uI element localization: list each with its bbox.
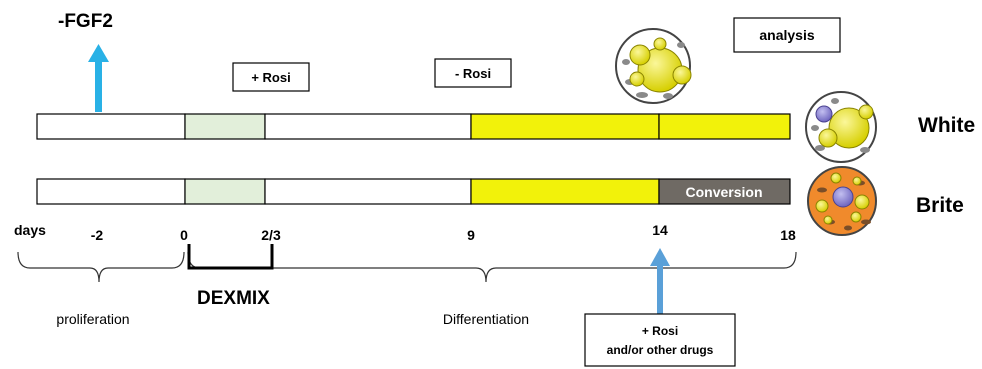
plus-rosi-box: + Rosi [232, 62, 310, 92]
minus-rosi-label: - Rosi [455, 66, 491, 81]
proliferation-brace [17, 251, 185, 283]
days-label: days [14, 222, 46, 238]
differentiation-brace [187, 251, 797, 283]
brite-adipocyte-icon [807, 166, 877, 236]
drugs-label-line2: and/or other drugs [607, 343, 714, 357]
differentiation-label: Differentiation [443, 311, 529, 327]
day-tick: 2/3 [261, 227, 281, 243]
day-tick: -2 [91, 227, 104, 243]
drug-addition-arrow [650, 248, 670, 314]
minus-rosi-box: - Rosi [434, 58, 512, 88]
day-tick: 18 [780, 227, 796, 243]
drugs-label-line1: + Rosi [642, 324, 678, 338]
proliferation-label: proliferation [56, 311, 129, 327]
dexmix-bracket [187, 244, 274, 270]
day-tick: 14 [652, 222, 668, 238]
white-timeline-bar [36, 113, 791, 140]
day-tick: 9 [467, 227, 475, 243]
drugs-box: + Rosi and/or other drugs [584, 313, 736, 367]
brite-timeline-bar: Conversion [36, 178, 791, 205]
conversion-segment [658, 178, 791, 205]
white-adipocyte-top-icon [615, 28, 692, 104]
analysis-box: analysis [733, 17, 841, 53]
fgf2-label: -FGF2 [58, 11, 113, 32]
brite-row-label: Brite [916, 194, 964, 217]
conversion-label: Conversion [685, 184, 762, 200]
plus-rosi-label: + Rosi [251, 70, 290, 85]
analysis-label: analysis [759, 27, 814, 43]
dexmix-label: DEXMIX [197, 288, 270, 309]
white-adipocyte-icon [805, 91, 877, 163]
day-ticks: -2 0 2/3 9 14 18 [91, 222, 796, 243]
day-tick: 0 [180, 227, 188, 243]
fgf2-arrow [88, 44, 109, 112]
white-row-label: White [918, 114, 975, 137]
